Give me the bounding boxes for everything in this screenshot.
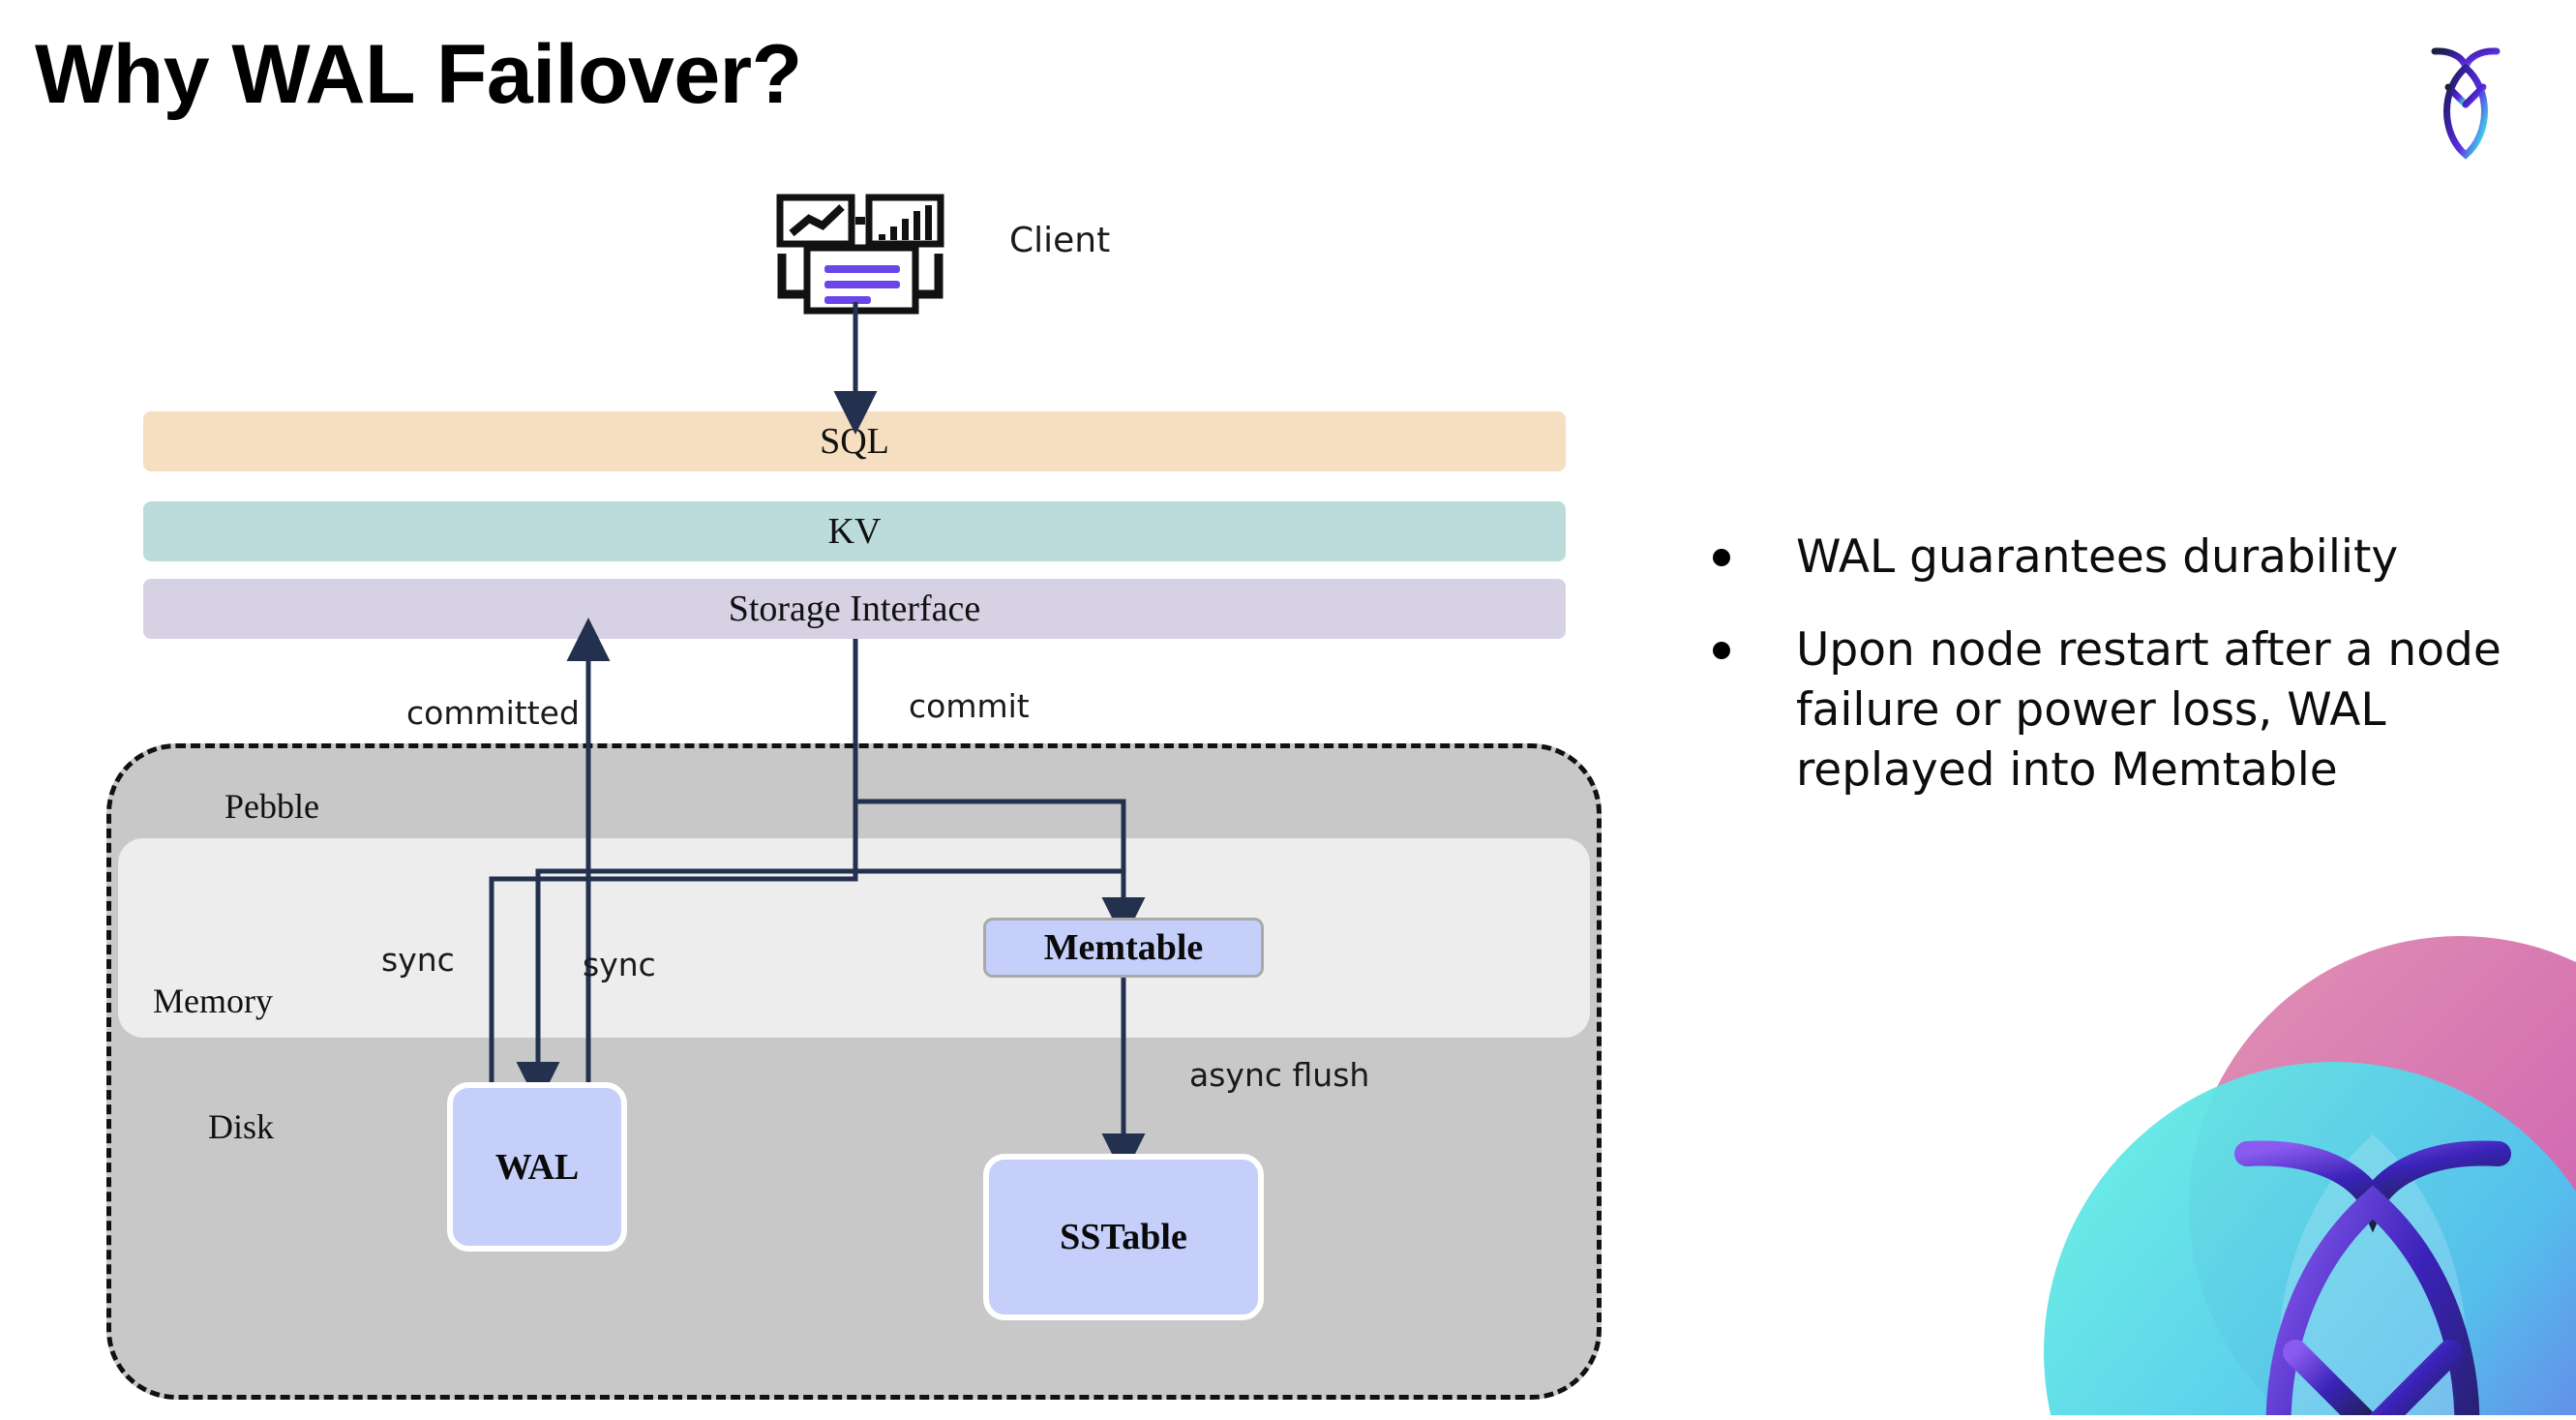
decorative-logo-artwork: [1957, 926, 2576, 1415]
bullet-list: WAL guarantees durability Upon node rest…: [1713, 528, 2516, 833]
bullet-text: Upon node restart after a node failure o…: [1796, 623, 2501, 798]
node-memtable: Memtable: [983, 918, 1264, 978]
stack-layer-storage-label: Storage Interface: [728, 589, 981, 629]
bullet-dot-icon: [1713, 549, 1730, 566]
node-sstable: SSTable: [983, 1154, 1264, 1320]
pebble-label: Pebble: [225, 787, 319, 826]
node-memtable-label: Memtable: [1043, 927, 1204, 968]
memory-label: Memory: [153, 982, 273, 1020]
bullet-text: WAL guarantees durability: [1796, 530, 2399, 584]
stack-layer-sql: SQL: [143, 411, 1566, 471]
edge-label-committed: committed: [406, 694, 580, 732]
edge-label-commit: commit: [909, 687, 1030, 725]
disk-label: Disk: [208, 1107, 275, 1146]
page-title: Why WAL Failover?: [35, 28, 802, 121]
edge-label-sync-storage-to-wal: sync: [381, 941, 455, 979]
stack-layer-sql-label: SQL: [820, 421, 889, 462]
stack-layer-storage-interface: Storage Interface: [143, 579, 1566, 639]
edge-label-sync-memtable-to-wal: sync: [583, 946, 656, 983]
node-sstable-label: SSTable: [1060, 1217, 1187, 1257]
list-item: Upon node restart after a node failure o…: [1713, 620, 2516, 801]
memory-region: [118, 838, 1590, 1038]
client-label: Client: [1009, 221, 1111, 260]
client-icon: [774, 194, 948, 315]
list-item: WAL guarantees durability: [1713, 528, 2516, 588]
bullet-dot-icon: [1713, 642, 1730, 660]
edge-label-async-flush: async flush: [1189, 1056, 1370, 1094]
stack-layer-kv-label: KV: [827, 511, 882, 552]
stack-layer-kv: KV: [143, 501, 1566, 561]
cockroachdb-logo-icon: [2398, 29, 2533, 165]
node-wal-label: WAL: [494, 1146, 580, 1188]
node-wal: WAL: [447, 1082, 627, 1252]
